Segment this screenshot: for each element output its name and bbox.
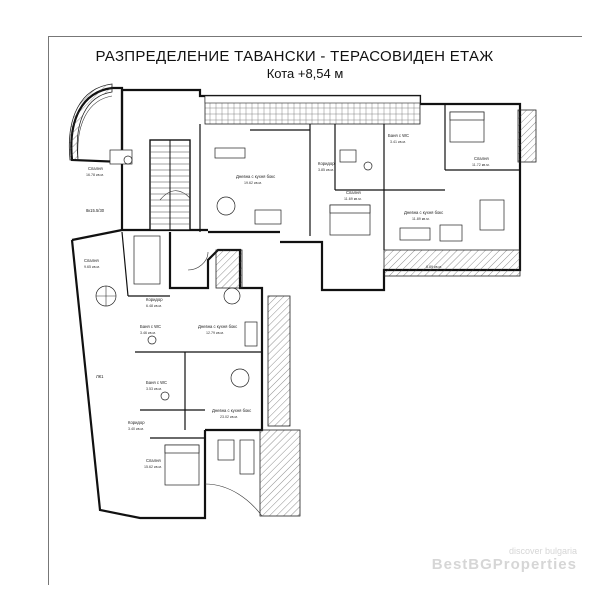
label-bath1: Баня с WC [388,133,409,138]
label-terrace-area: 8.89 кв.м. [426,265,442,269]
center-terrace [267,295,291,427]
label-stair: 8к15.5/30 [86,208,105,213]
label-bath2-area: 3.46 кв.м. [140,331,156,335]
label-lobby: Дневна с кухня бокс [236,174,275,179]
wc-2 [160,391,170,401]
watermark: discover bulgaria BestBGProperties [427,546,577,590]
kitchen-1 [214,147,246,159]
label-lk: ЛК1 [96,374,104,379]
bathtub-1 [133,235,161,285]
dining-table-3 [223,287,241,305]
bath-fixture-1 [339,149,357,163]
watermark-small: discover bulgaria [508,546,577,556]
label-living4: Дневна с кухня бокс [212,408,251,413]
label-korid1: Коридор [318,161,335,166]
dining-table-2 [230,368,250,388]
label-korid1-area: 3.85 кв.м. [318,168,334,172]
bottom-terrace [259,429,301,517]
label-korid3: Коридор [128,420,145,425]
label-bedroom1: Спалня [346,190,361,195]
label-living2-area: 11.89 кв.м. [412,217,430,221]
wardrobe-1 [217,439,235,461]
sofa-2 [399,227,431,241]
label-living3-area: 12.79 кв.м. [206,331,224,335]
label-bedroom4: Спалня [84,258,99,263]
kitchen-2 [239,439,255,475]
lower-left-wall [70,239,207,520]
staircase [149,139,191,231]
label-bedroom2-area: 11.72 кв.м. [472,163,490,167]
label-korid2: Коридор [146,297,163,302]
label-living2: Дневна с кухня бокс [404,210,443,215]
label-bedroom5-area: 15.62 кв.м. [144,465,162,469]
dining-table-1 [216,196,236,216]
right-terrace [383,249,521,277]
sofa-3 [244,321,258,347]
label-bedroom4-area: 9.65 кв.м. [84,265,100,269]
label-bedroom3-area: 16.78 кв.м. [86,173,104,177]
desk-1 [479,199,505,231]
upper-wall [122,88,522,292]
label-bedroom5: Спалня [146,458,161,463]
table-2 [439,224,463,242]
label-bath3: Баня с WC [146,380,167,385]
plan-title: РАЗПРЕДЕЛЕНИЕ ТАВАНСКИ - ТЕРАСОВИДЕН ЕТА… [95,48,494,65]
sofa-1 [254,209,282,225]
balcony-railing [68,83,113,161]
small-terrace [215,249,243,289]
label-bath2: Баня с WC [140,324,161,329]
wc-1 [147,335,157,345]
label-lobby-area: 19.62 кв.м. [244,181,262,185]
label-bath1-area: 3.41 кв.м. [390,140,406,144]
label-bedroom3: Спалня [88,166,103,171]
label-korid3-area: 3.40 кв.м. [128,427,144,431]
label-bedroom1-area: 11.69 кв.м. [344,197,362,201]
label-living4-area: 23.02 кв.м. [220,415,238,419]
plan-subtitle: Кота +8,54 м [266,66,344,81]
label-bath3-area: 3.53 кв.м. [146,387,162,391]
label-korid2-area: 6.48 кв.м. [146,304,162,308]
label-living3: Дневна с кухня бокс [198,324,237,329]
label-bedroom2: Спалня [474,156,489,161]
drawing-frame [48,36,582,585]
watermark-big: BestBGProperties [431,556,577,573]
